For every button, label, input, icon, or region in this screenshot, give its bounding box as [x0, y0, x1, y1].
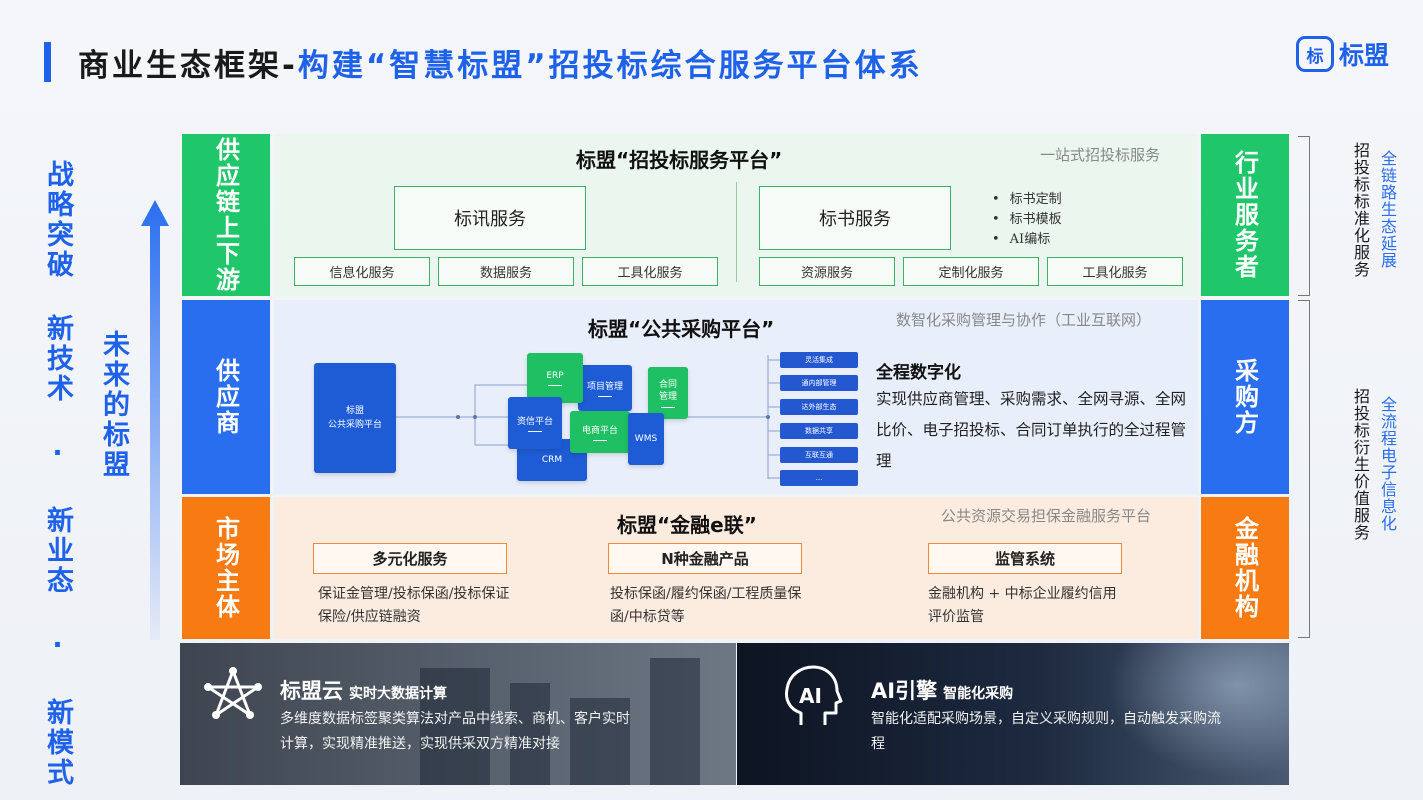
side-supply-chain: 供应链上下游 [182, 134, 270, 296]
diagram-project-label: 项目管理 [586, 382, 623, 392]
title-prefix: 商业生态框架- [78, 48, 298, 84]
building-shape [510, 683, 550, 785]
diagram-tag: 通内部管理 [780, 375, 858, 391]
logo-mark: 标 [1296, 36, 1334, 72]
diagram-tag: ... [780, 470, 858, 486]
ai-title: AI引擎 [871, 679, 938, 703]
diagram-main-platform: 标盟 公共采购平台 [314, 363, 396, 473]
diagram-tag: 互联互通 [780, 447, 858, 463]
upper-note-blue: 全链路生态延展 [1378, 150, 1397, 269]
panel-public-procurement [274, 300, 1198, 494]
page-title: 商业生态框架-构建“智慧标盟”招投标综合服务平台体系 [78, 40, 923, 85]
bullet-item: AI编标 [992, 228, 1051, 247]
diagram-credit-label: 资信平台 [516, 417, 553, 427]
strategy-slogan: 战略突破 新技术 · 新业态 · 新模式 [42, 160, 73, 788]
cloud-title-row: 标盟云实时大数据计算 [280, 675, 447, 705]
sub-service-box: 信息化服务 [294, 257, 430, 286]
divider [736, 182, 737, 282]
title-highlight: 构建“智慧标盟”招投标综合服务平台体系 [297, 48, 923, 84]
title-accent-bar [44, 42, 51, 82]
diagram-connector-lines [396, 355, 780, 479]
sub-service-box: 资源服务 [759, 257, 895, 286]
diagram-wms-label: WMS [634, 434, 658, 444]
bid-info-service-box: 标讯服务 [394, 186, 586, 250]
bid-document-service-box: 标书服务 [759, 186, 951, 250]
cloud-banner: 标盟云实时大数据计算 多维度数据标签聚类算法对产品中线索、商机、客户实时计算，实… [180, 643, 736, 785]
finance-box: N种金融产品 [608, 543, 802, 574]
diagram-ecommerce-label: 电商平台 [581, 426, 618, 436]
diagram-wms-node: WMS [628, 413, 664, 465]
side-financial-institution: 金融机构 [1201, 497, 1289, 639]
svg-text:AI: AI [799, 684, 822, 708]
ai-head-icon: AI [785, 665, 843, 725]
upper-bracket [1298, 136, 1310, 296]
lower-note-black: 招投标衍生价值服务 [1351, 388, 1370, 541]
ai-hand-glow [1097, 643, 1289, 785]
diagram-tag: 灵活集成 [780, 352, 858, 368]
lower-note-blue: 全流程电子信息化 [1378, 396, 1397, 532]
building-shape [570, 698, 630, 785]
finance-text: 金融机构 + 中标企业履约信用评价监管 [928, 586, 1117, 625]
diagram-main-label: 标盟 公共采购平台 [327, 406, 382, 430]
side-purchaser: 采购方 [1201, 300, 1289, 494]
diagram-project-node: 项目管理 [578, 365, 632, 411]
sub-service-box: 数据服务 [438, 257, 574, 286]
ai-subtitle: 智能化采购 [943, 686, 1014, 702]
building-shape [420, 668, 490, 785]
bullet-item: 标书模板 [992, 208, 1062, 227]
cloud-title: 标盟云 [280, 679, 343, 703]
ai-banner: AI AI引擎智能化采购 智能化适配采购场景，自定义采购规则，自动触发采购流程 [737, 643, 1289, 785]
ai-title-row: AI引擎智能化采购 [871, 675, 1013, 705]
diagram-credit-node: 资信平台 [508, 397, 562, 449]
finance-platform-note: 公共资源交易担保金融服务平台 [941, 507, 1152, 525]
building-shape [650, 658, 700, 785]
bidding-platform-title: 标盟“招投标服务平台” [576, 148, 783, 172]
finance-box: 监管系统 [928, 543, 1122, 574]
procurement-platform-note: 数智化采购管理与协作（工业互联网） [896, 311, 1152, 329]
side-industry-service: 行业服务者 [1201, 134, 1289, 296]
digital-title: 全程数字化 [876, 363, 961, 383]
diagram-tag: 数据共享 [780, 423, 858, 439]
brand-logo: 标 标盟 [1296, 36, 1389, 72]
ai-description: 智能化适配采购场景，自定义采购规则，自动触发采购流程 [871, 711, 1221, 752]
finance-box: 多元化服务 [313, 543, 507, 574]
star-network-icon [204, 667, 262, 719]
diagram-contract-node: 合同 管理 [648, 367, 688, 419]
lower-bracket [1298, 300, 1310, 638]
finance-text: 保证金管理/投标保函/投标保证保险/供应链融资 [318, 586, 510, 625]
side-market-entity: 市场主体 [182, 497, 270, 639]
up-arrow-icon [141, 200, 169, 640]
cloud-subtitle: 实时大数据计算 [349, 686, 447, 702]
diagram-erp-node: ERP [527, 353, 583, 403]
sub-service-box: 工具化服务 [582, 257, 718, 286]
logo-text: 标盟 [1339, 41, 1390, 70]
diagram-erp-label: ERP [546, 370, 564, 381]
upper-note-black: 招投标标准化服务 [1351, 142, 1370, 278]
sub-service-box: 定制化服务 [903, 257, 1039, 286]
diagram-crm-label: CRM [541, 455, 563, 465]
procurement-diagram: 标盟 公共采购平台 项目管理 CRM ERP 合同 管理 资信平台 电商平台 W… [300, 345, 860, 490]
procurement-platform-title: 标盟“公共采购平台” [588, 317, 775, 341]
diagram-tag: 达外部生态 [780, 399, 858, 415]
digital-description: 实现供应商管理、采购需求、全网寻源、全网比价、电子招投标、合同订单执行的全过程管… [876, 390, 1187, 470]
future-slogan: 未来的标盟 [98, 330, 129, 480]
finance-platform-title: 标盟“金融e联” [617, 513, 757, 537]
side-supplier: 供应商 [182, 300, 270, 494]
bidding-platform-note: 一站式招投标服务 [1040, 146, 1161, 164]
sub-service-box: 工具化服务 [1047, 257, 1183, 286]
bullet-item: 标书定制 [992, 188, 1062, 207]
cloud-description: 多维度数据标签聚类算法对产品中线索、商机、客户实时计算，实现精准推送，实现供采双… [280, 711, 630, 752]
diagram-ecommerce-node: 电商平台 [570, 411, 630, 453]
diagram-contract-label: 合同 管理 [658, 379, 677, 402]
finance-text: 投标保函/履约保函/工程质量保函/中标贷等 [610, 586, 802, 625]
